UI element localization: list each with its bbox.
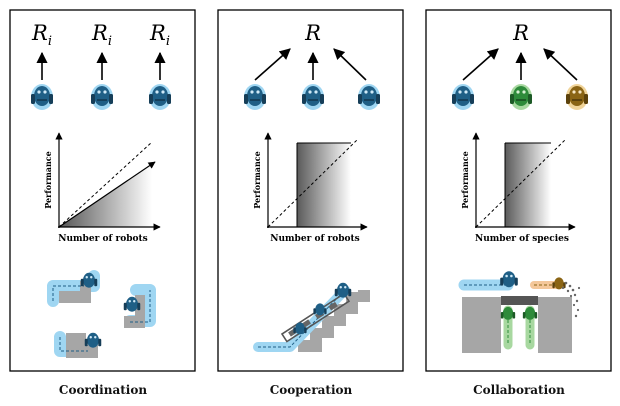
robot-icon: [334, 282, 352, 298]
panel-frame: [425, 9, 612, 372]
reward-symbol: Ri: [91, 21, 112, 49]
collaboration-scene: [458, 271, 581, 353]
reward-symbol: Ri: [149, 21, 170, 49]
performance-area: [505, 143, 551, 227]
panel-caption-coordination: Coordination: [58, 383, 148, 397]
robot-icon-brown: [552, 277, 566, 290]
arrow: [254, 48, 291, 81]
right-block: [538, 297, 572, 353]
x-axis-label: Number of species: [475, 234, 569, 244]
robot-icon: [358, 84, 380, 110]
robot-icon: [452, 84, 474, 110]
arrow: [543, 48, 578, 81]
robot-icon: [91, 84, 113, 110]
debris-particles: [561, 281, 581, 318]
robot-path: [59, 337, 88, 352]
panel-caption-collaboration: Collaboration: [473, 383, 565, 397]
panel-cooperation: R: [217, 9, 404, 372]
robot-icon: [31, 84, 53, 110]
reward-symbol: R: [512, 21, 529, 45]
robot-icon: [302, 84, 324, 110]
panel-coordination: Ri Ri Ri: [9, 9, 196, 372]
performance-plot: Performance Number of robots: [252, 132, 368, 244]
reward-symbol: R: [304, 21, 321, 45]
y-axis-label: Performance: [460, 151, 470, 209]
robot-icon: [84, 332, 102, 348]
robot-icon-green: [510, 84, 532, 110]
robot-icon-brown: [566, 84, 588, 110]
arrow: [333, 48, 367, 81]
y-axis-label: Performance: [43, 151, 53, 209]
left-block: [462, 297, 501, 353]
robot-path: [130, 290, 151, 323]
panel-collaboration: R: [425, 9, 612, 372]
performance-plot: Performance Number of species: [460, 132, 576, 244]
robot-icon: [123, 296, 141, 312]
x-axis-label: Number of robots: [270, 234, 359, 244]
panel-caption-cooperation: Cooperation: [269, 383, 353, 397]
x-axis-label: Number of robots: [58, 234, 147, 244]
l-block: [66, 333, 98, 358]
robot-icon-green: [522, 306, 538, 320]
ideal-line: [475, 139, 566, 228]
robot-icon: [244, 84, 266, 110]
panel-frame: [9, 9, 196, 372]
robot-icon: [149, 84, 171, 110]
arrow: [462, 48, 499, 81]
reward-symbol: Ri: [31, 21, 52, 49]
robot-icon-green: [500, 306, 516, 320]
cooperation-scene: [253, 282, 370, 352]
robot-icon: [80, 272, 98, 288]
y-axis-label: Performance: [252, 151, 262, 209]
performance-plot: Performance Number of robots: [43, 132, 161, 244]
robot-icon: [500, 271, 518, 288]
performance-curve: [58, 161, 156, 228]
panel-frame: [217, 9, 404, 372]
robot-icon: [313, 303, 327, 316]
stairs: [298, 290, 370, 352]
robot-icon: [293, 322, 307, 335]
ideal-line: [267, 139, 358, 228]
robot-path: [52, 285, 84, 301]
performance-area: [297, 143, 351, 227]
bridge-block: [501, 296, 538, 305]
ideal-line: [58, 141, 153, 228]
coordination-scene: [47, 270, 156, 358]
